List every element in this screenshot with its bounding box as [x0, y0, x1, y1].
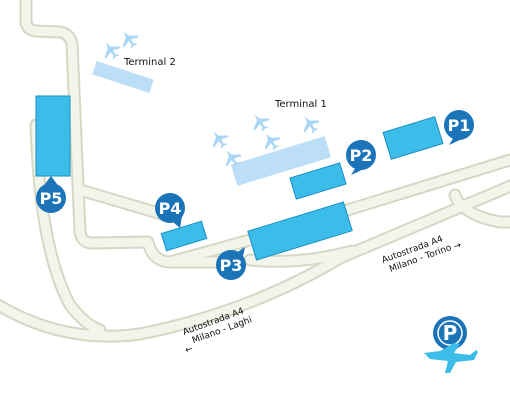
arrow-left-icon: ← — [184, 344, 195, 356]
parking-lot-p3[interactable] — [247, 201, 353, 261]
parking-pin-label: P1 — [448, 116, 471, 135]
parking-pin-label: P5 — [40, 189, 63, 208]
parking-lot-p1[interactable] — [382, 116, 444, 160]
airplane-icon — [98, 37, 124, 63]
terminal-2-label: Terminal 2 — [123, 57, 176, 68]
parking-pin-label: P3 — [220, 256, 243, 275]
logo-letter: P — [443, 321, 458, 345]
airplane-icon — [247, 109, 273, 135]
roads — [0, 0, 510, 343]
parking-pin-p2[interactable]: P2 — [346, 140, 376, 175]
parking-lots[interactable] — [35, 95, 444, 261]
parking-lot-p4[interactable] — [160, 220, 208, 252]
terminal-1-building — [230, 136, 332, 186]
parking-lot-p2[interactable] — [289, 162, 347, 200]
arrow-right-icon: → — [452, 240, 463, 252]
parking-pin-label: P4 — [159, 199, 182, 218]
parking-pin-p1[interactable]: P1 — [444, 110, 474, 145]
parking-pin-p5[interactable]: P5 — [36, 176, 66, 213]
parking-pin-p4[interactable]: P4 — [155, 193, 185, 228]
terminal-2-building — [92, 61, 154, 93]
terminal-1-label: Terminal 1 — [274, 99, 327, 110]
airplane-icon — [297, 111, 323, 137]
parking-pin-label: P2 — [350, 146, 373, 165]
parking-airplane-logo: P — [424, 316, 478, 373]
parking-lot-p5[interactable] — [35, 95, 71, 177]
parking-pin-p3[interactable]: P3 — [216, 247, 246, 280]
airplane-icon — [206, 126, 232, 152]
